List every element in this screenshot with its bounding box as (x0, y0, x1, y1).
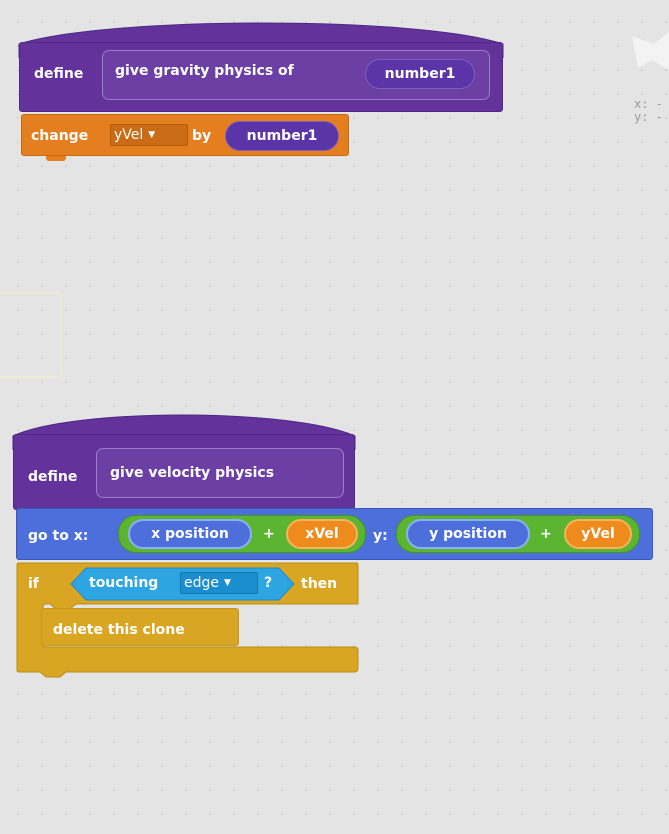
plus-sign-x: + (263, 526, 275, 542)
script-velocity[interactable]: define give velocity physics go to x: x … (12, 408, 662, 688)
custom-block-prototype[interactable] (96, 448, 344, 498)
stage-x-coordinate: x: - (634, 97, 663, 111)
if-label: if (28, 576, 39, 592)
dropdown-arrow-icon: ▼ (148, 130, 156, 140)
define-label: define (28, 469, 78, 485)
param-number1[interactable]: number1 (365, 59, 475, 89)
touching-target-dropdown[interactable]: edge ▼ (180, 572, 258, 594)
delete-clone-label: delete this clone (53, 622, 185, 638)
dropdown-value: yVel (114, 127, 144, 143)
block-notch (46, 156, 66, 161)
question-mark: ? (264, 575, 273, 591)
sprite-icon (632, 32, 669, 70)
number1-reporter[interactable]: number1 (225, 121, 339, 151)
go-to-x-label: go to x: (28, 528, 89, 544)
xvel-reporter[interactable]: xVel (286, 519, 358, 549)
change-label: change (31, 128, 89, 144)
delete-this-clone-block[interactable] (41, 608, 239, 646)
proc-name-label: give velocity physics (110, 465, 275, 481)
dropdown-value: edge (184, 575, 219, 591)
variable-dropdown[interactable]: yVel ▼ (110, 124, 188, 146)
by-label: by (192, 128, 212, 144)
plus-sign-y: + (540, 526, 552, 542)
yvel-reporter[interactable]: yVel (564, 519, 632, 549)
then-label: then (301, 576, 338, 592)
proc-name-label: give gravity physics of (115, 63, 294, 79)
y-position-reporter[interactable]: y position (406, 519, 530, 549)
define-label: define (34, 66, 84, 82)
y-label: y: (373, 528, 388, 544)
dropdown-arrow-icon: ▼ (224, 578, 231, 588)
x-position-reporter[interactable]: x position (128, 519, 252, 549)
touching-label: touching (89, 575, 159, 591)
faint-selection-outline (0, 292, 62, 378)
script-gravity[interactable]: define give gravity physics of number1 c… (18, 18, 508, 168)
stage-y-coordinate: y: - (634, 110, 663, 124)
